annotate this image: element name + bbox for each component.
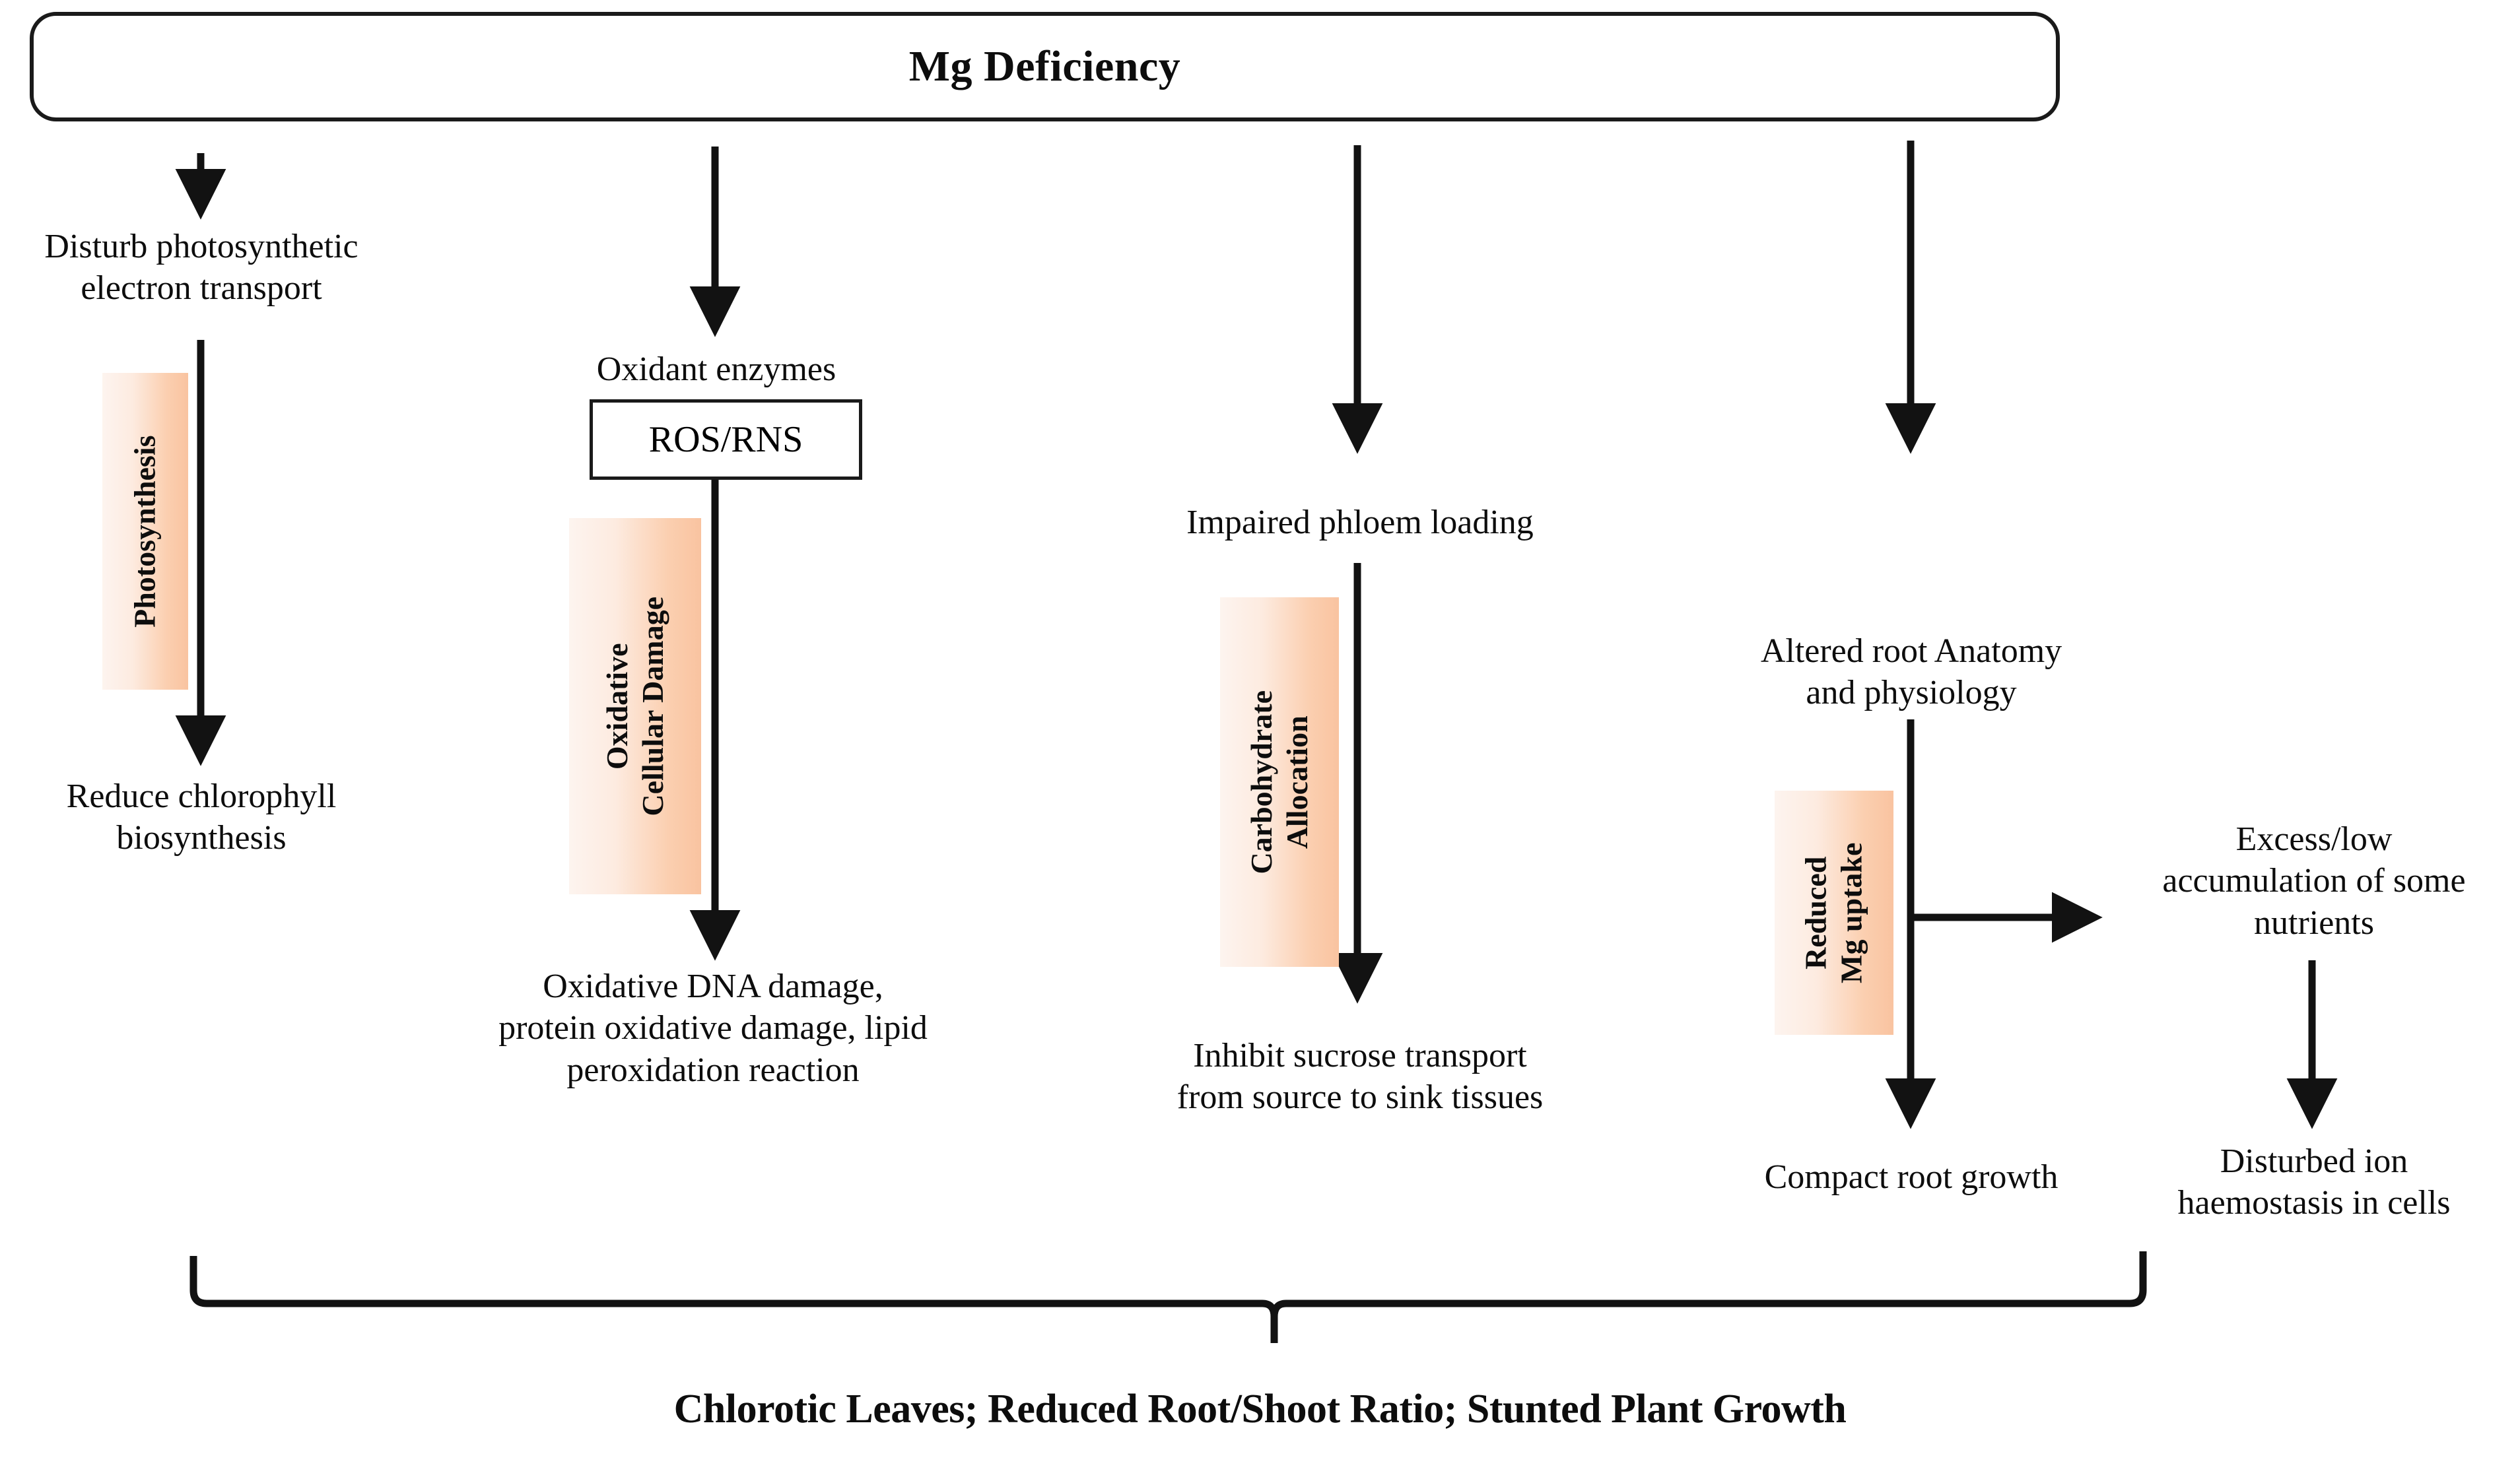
node-altered-root-anatomy: Altered root Anatomy and physiology — [1760, 632, 2062, 712]
mg-deficiency-box: Mg Deficiency — [30, 12, 2060, 121]
node-ros-rns-label: ROS/RNS — [648, 419, 803, 460]
bar-oxidative-cellular-damage: Oxidative Cellular Damage — [569, 518, 701, 894]
node-inhibit-sucrose-transport: Inhibit sucrose transport from source to… — [1176, 1037, 1544, 1117]
bar-photosynthesis-label-wrap: Photosynthesis — [102, 373, 188, 690]
node-excess-low-accumulation: Excess/low accumulation of some nutrient… — [2162, 820, 2466, 942]
bar-reduced-mg-uptake: Reduced Mg uptake — [1775, 791, 1893, 1035]
bar-oxidative-cellular-damage-label-wrap: Oxidative Cellular Damage — [569, 518, 701, 894]
node-reduce-chlorophyll: Reduce chlorophyll biosynthesis — [66, 777, 337, 857]
node-compact-root-growth: Compact root growth — [1764, 1158, 2059, 1196]
page-title: Mg Deficiency — [908, 42, 1181, 90]
node-disturbed-ion-haemostasis: Disturbed ion haemostasis in cells — [2177, 1142, 2451, 1222]
bar-photosynthesis: Photosynthesis — [102, 373, 188, 690]
bar-reduced-mg-uptake-label: Reduced Mg uptake — [1798, 842, 1868, 983]
node-disturb-photosynthetic: Disturb photosynthetic electron transpor… — [44, 228, 358, 308]
bottom-bracket — [189, 1251, 2147, 1343]
outcome-statement: Chlorotic Leaves; Reduced Root/Shoot Rat… — [673, 1387, 1847, 1432]
bar-reduced-mg-uptake-label-wrap: Reduced Mg uptake — [1775, 791, 1893, 1035]
node-impaired-phloem-loading: Impaired phloem loading — [1186, 504, 1534, 541]
bar-oxidative-cellular-damage-label: Oxidative Cellular Damage — [599, 596, 670, 816]
bar-carbohydrate-allocation-label-wrap: Carbohydrate Allocation — [1220, 597, 1339, 967]
node-oxidant-enzymes: Oxidant enzymes — [596, 350, 836, 388]
bar-carbohydrate-allocation: Carbohydrate Allocation — [1220, 597, 1339, 967]
bar-carbohydrate-allocation-label: Carbohydrate Allocation — [1244, 690, 1314, 874]
node-oxidative-dna-damage: Oxidative DNA damage, protein oxidative … — [498, 968, 928, 1089]
node-ros-rns-box: ROS/RNS — [590, 399, 862, 480]
bar-photosynthesis-label: Photosynthesis — [127, 435, 162, 628]
